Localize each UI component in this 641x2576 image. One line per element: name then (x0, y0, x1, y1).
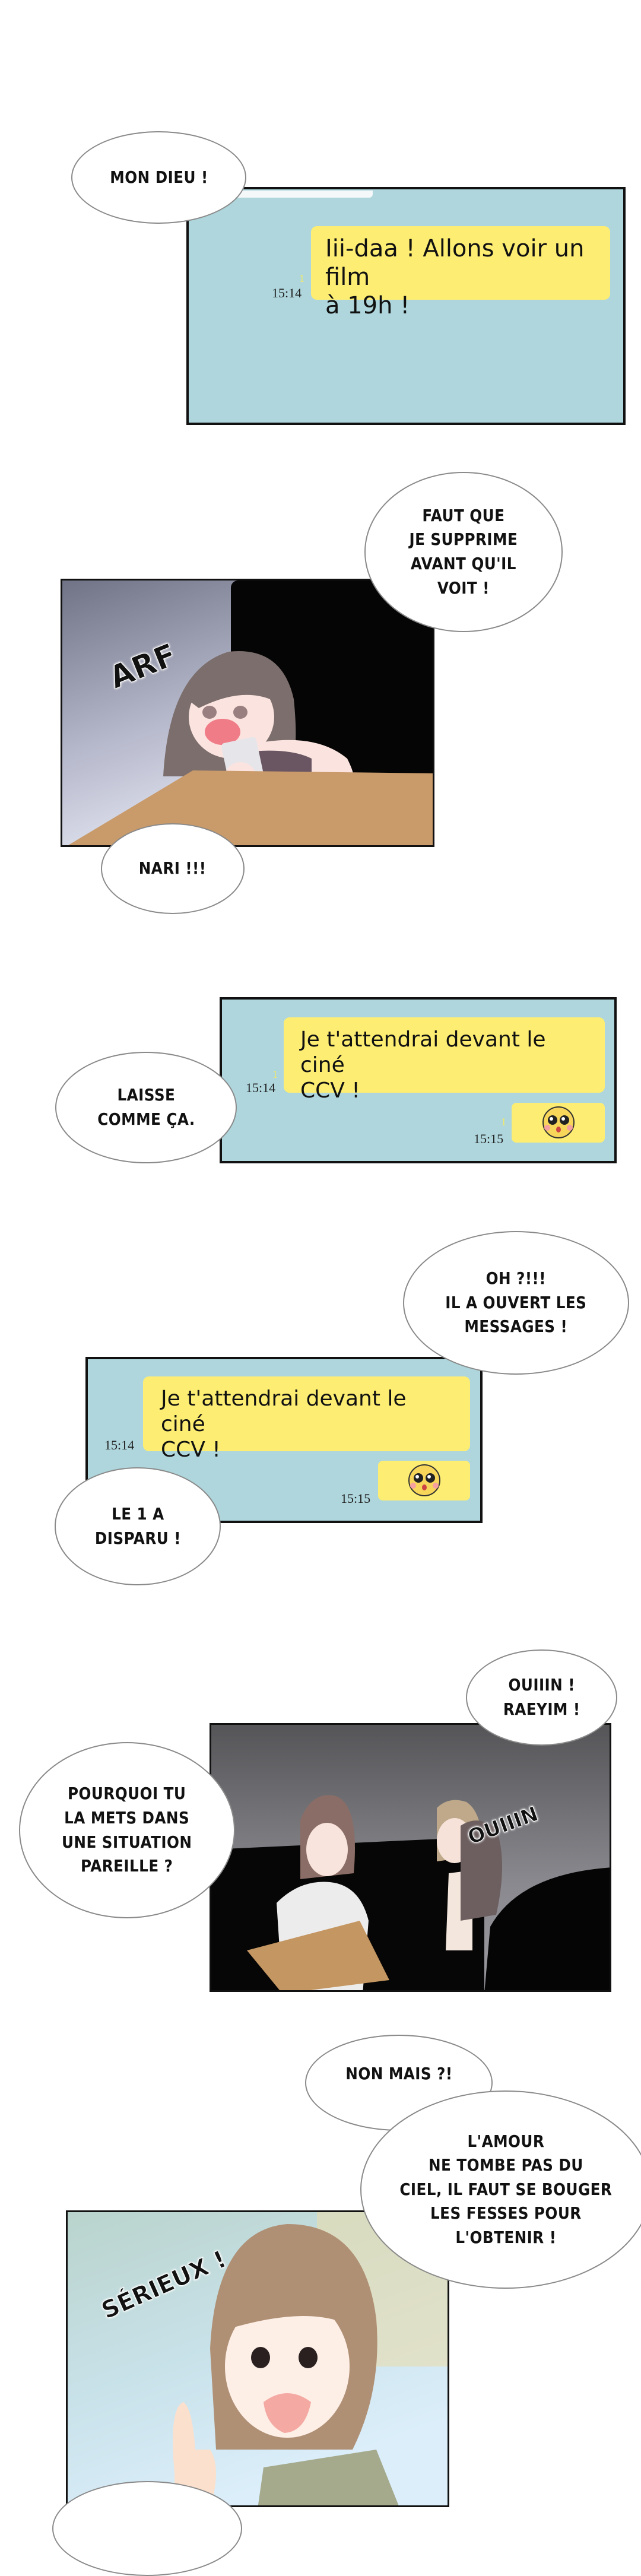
chat-screen-3: Je t'attendrai devant le ciné CCV ! 15:1… (85, 1357, 483, 1523)
bubble-text: NON MAIS ?! (345, 2063, 453, 2083)
message-time: 15:14 (272, 285, 302, 300)
bubble-text: MON DIEU ! (109, 167, 208, 187)
comic-panel-phone: ARF (61, 579, 434, 847)
comic-panel-cafe: OUIIIN (210, 1723, 611, 1992)
three-girls-cafe-illustration (211, 1795, 610, 1990)
sticker-message (378, 1461, 470, 1500)
speech-bubble-faut-que: FAUT QUE JE SUPPRIME AVANT QU'IL VOIT ! (364, 472, 563, 632)
girl-with-phone-illustration (68, 580, 433, 845)
message-line: Iii-daa ! Allons voir un film (325, 235, 585, 291)
message-time: 15:15 (474, 1131, 504, 1146)
speech-bubble-laisse: LAISSE COMME ÇA. (55, 1052, 237, 1163)
surprised-emoji-sticker-icon (542, 1106, 575, 1138)
bubble-text: LE 1 A DISPARU ! (94, 1503, 181, 1548)
bubble-text: OUIIIN ! RAEYIM ! (503, 1675, 580, 1719)
bubble-text: POURQUOI TU LA METS DANS UNE SITUATION P… (62, 1784, 192, 1876)
chat-screen-2: Je t'attendrai devant le ciné CCV ! 1 15… (220, 997, 617, 1163)
unread-count: 1 (299, 272, 304, 284)
bubble-text: L'AMOUR NE TOMBE PAS DU CIEL, IL FAUT SE… (399, 2131, 612, 2247)
unread-count: 1 (272, 1068, 278, 1080)
message-line: CCV ! (161, 1438, 221, 1463)
speech-bubble-oh: OH ?!!! IL A OUVERT LES MESSAGES ! (403, 1231, 629, 1375)
message-time: 15:15 (341, 1491, 371, 1506)
message-line: CCV ! (300, 1078, 360, 1103)
message-line: Je t'attendrai devant le ciné (300, 1027, 546, 1078)
speech-bubble-amour: L'AMOUR NE TOMBE PAS DU CIEL, IL FAUT SE… (360, 2090, 641, 2289)
speech-bubble-mon-dieu: MON DIEU ! (71, 131, 246, 224)
message-time: 15:14 (246, 1080, 276, 1095)
speech-bubble-le-1-a-disparu: LE 1 A DISPARU ! (55, 1467, 221, 1585)
bubble-text: LAISSE COMME ÇA. (97, 1085, 195, 1129)
angry-girl-illustration (173, 2212, 448, 2505)
bubble-text: NARI !!! (139, 858, 207, 878)
speech-bubble-nari: NARI !!! (101, 823, 245, 914)
speech-bubble-pourquoi: POURQUOI TU LA METS DANS UNE SITUATION P… (19, 1742, 235, 1918)
bubble-text: FAUT QUE JE SUPPRIME AVANT QU'IL VOIT ! (409, 505, 518, 598)
speech-bubble-partial-bottom (52, 2481, 242, 2576)
chat-message: Je t'attendrai devant le ciné CCV ! (143, 1376, 470, 1462)
chat-message: Iii-daa ! Allons voir un film à 19h ! (311, 226, 610, 319)
unread-count: 1 (501, 1116, 506, 1128)
surprised-emoji-sticker-icon (408, 1464, 440, 1496)
bubble-text: OH ?!!! IL A OUVERT LES MESSAGES ! (445, 1268, 587, 1337)
message-line: à 19h ! (325, 292, 410, 319)
message-time: 15:14 (104, 1438, 135, 1452)
speech-bubble-ouiiin: OUIIIN ! RAEYIM ! (466, 1649, 617, 1746)
chat-message: Je t'attendrai devant le ciné CCV ! (284, 1017, 605, 1103)
chat-header-bar (209, 191, 373, 198)
message-line: Je t'attendrai devant le ciné (161, 1387, 407, 1437)
sticker-message (512, 1103, 605, 1143)
chat-screen-1: 1 15:14 Iii-daa ! Allons voir un film à … (186, 187, 626, 425)
comic-panel-serieux: SÉRIEUX ! (66, 2210, 449, 2507)
